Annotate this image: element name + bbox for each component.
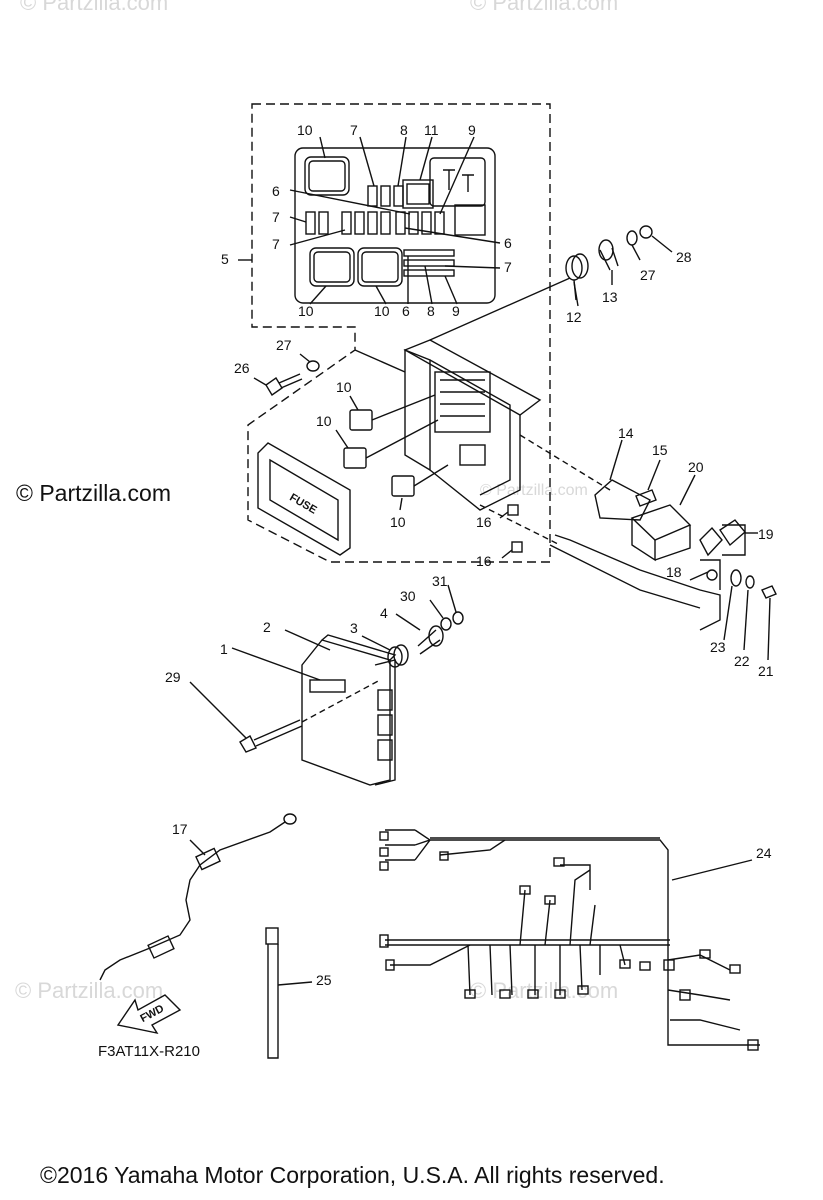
washer-22 bbox=[745, 575, 755, 589]
detail-enclosure bbox=[247, 103, 551, 563]
copyright-footer: ©2016 Yamaha Motor Corporation, U.S.A. A… bbox=[40, 1162, 665, 1188]
callout: 18 bbox=[666, 564, 682, 580]
callout: 21 bbox=[758, 663, 774, 679]
callout: 10 bbox=[336, 379, 352, 395]
relay-3 bbox=[391, 475, 415, 497]
fuse-box-assembly bbox=[403, 339, 542, 511]
watermark-top-left: © Partzilla.com bbox=[20, 0, 169, 15]
battery-cable-18 bbox=[549, 534, 721, 631]
callout: 24 bbox=[756, 845, 772, 861]
callout: 6 bbox=[504, 235, 512, 251]
callout: 6 bbox=[402, 303, 410, 319]
callout: 7 bbox=[272, 209, 280, 225]
callout: 2 bbox=[263, 619, 271, 635]
callout: 28 bbox=[676, 249, 692, 265]
wire-harness-24 bbox=[379, 829, 760, 1051]
partzilla-brand: © Partzilla.com bbox=[16, 480, 171, 506]
callout: 19 bbox=[758, 526, 774, 542]
callout: 10 bbox=[297, 122, 313, 138]
washer-23 bbox=[730, 569, 742, 587]
callout: 27 bbox=[276, 337, 292, 353]
fuse-slots bbox=[305, 185, 455, 277]
grommet-12 bbox=[565, 253, 589, 281]
callout: 10 bbox=[316, 413, 332, 429]
callout: 10 bbox=[374, 303, 390, 319]
callout: 6 bbox=[272, 183, 280, 199]
callout: 10 bbox=[390, 514, 406, 530]
bracket-14 bbox=[594, 479, 651, 521]
fwd-label: FWD bbox=[138, 1003, 166, 1025]
callout-numbers: 10 7 8 11 9 6 7 7 6 7 10 10 6 8 9 5 28 2… bbox=[165, 122, 774, 988]
sensor-cable-17 bbox=[99, 813, 297, 981]
callout: 8 bbox=[427, 303, 435, 319]
watermark-bottom-left: © Partzilla.com bbox=[15, 978, 164, 1003]
collar-13 bbox=[598, 239, 619, 271]
callout: 5 bbox=[221, 251, 229, 267]
callout: 9 bbox=[452, 303, 460, 319]
relay-2 bbox=[343, 447, 367, 469]
nut-31 bbox=[452, 611, 464, 625]
callout: 23 bbox=[710, 639, 726, 655]
callout: 20 bbox=[688, 459, 704, 475]
callout: 3 bbox=[350, 620, 358, 636]
relay-1 bbox=[349, 409, 373, 431]
cable-tie-25 bbox=[265, 927, 279, 1059]
bolt-21 bbox=[761, 585, 777, 661]
callout: 1 bbox=[220, 641, 228, 657]
bolt-26 bbox=[265, 373, 303, 397]
washer-27-upper bbox=[626, 230, 638, 246]
callout: 7 bbox=[350, 122, 358, 138]
bolt-15 bbox=[635, 489, 657, 507]
watermark-mid: © Partzilla.com bbox=[480, 482, 588, 499]
nut-16-a bbox=[507, 504, 519, 516]
callout: 7 bbox=[272, 236, 280, 252]
nut-28 bbox=[639, 225, 653, 239]
washer-30 bbox=[440, 617, 452, 631]
starter-relay-20 bbox=[630, 504, 692, 562]
callout: 10 bbox=[298, 303, 314, 319]
bolt-29 bbox=[239, 719, 303, 753]
callout: 25 bbox=[316, 972, 332, 988]
callout: 30 bbox=[400, 588, 416, 604]
callout: 13 bbox=[602, 289, 618, 305]
watermark-bottom-mid: © Partzilla.com bbox=[470, 978, 619, 1003]
washer-27-lower bbox=[306, 360, 320, 372]
callout: 12 bbox=[566, 309, 582, 325]
callout: 14 bbox=[618, 425, 634, 441]
diagram-code: F3AT11X-R210 bbox=[98, 1043, 200, 1060]
callout: 4 bbox=[380, 605, 388, 621]
callout: 31 bbox=[432, 573, 448, 589]
fuse-box-top-view bbox=[294, 147, 496, 304]
callout: 22 bbox=[734, 653, 750, 669]
watermark-top-right: © Partzilla.com bbox=[470, 0, 619, 15]
top-view-leaders bbox=[238, 136, 501, 305]
callout: 15 bbox=[652, 442, 668, 458]
callout: 11 bbox=[424, 122, 439, 138]
callout: 17 bbox=[172, 821, 188, 837]
callout: 9 bbox=[468, 122, 476, 138]
collar-4 bbox=[417, 625, 444, 655]
nut-16-b bbox=[511, 541, 523, 553]
ecu-unit bbox=[301, 634, 397, 786]
grommet-3 bbox=[387, 644, 409, 668]
callout: 8 bbox=[400, 122, 408, 138]
callout: 16 bbox=[476, 553, 492, 569]
callout: 7 bbox=[504, 259, 512, 275]
callout: 29 bbox=[165, 669, 181, 685]
callout: 16 bbox=[476, 514, 492, 530]
callout: 27 bbox=[640, 267, 656, 283]
callout: 26 bbox=[234, 360, 250, 376]
fwd-arrow bbox=[116, 994, 182, 1035]
fuse-cover bbox=[257, 442, 351, 556]
